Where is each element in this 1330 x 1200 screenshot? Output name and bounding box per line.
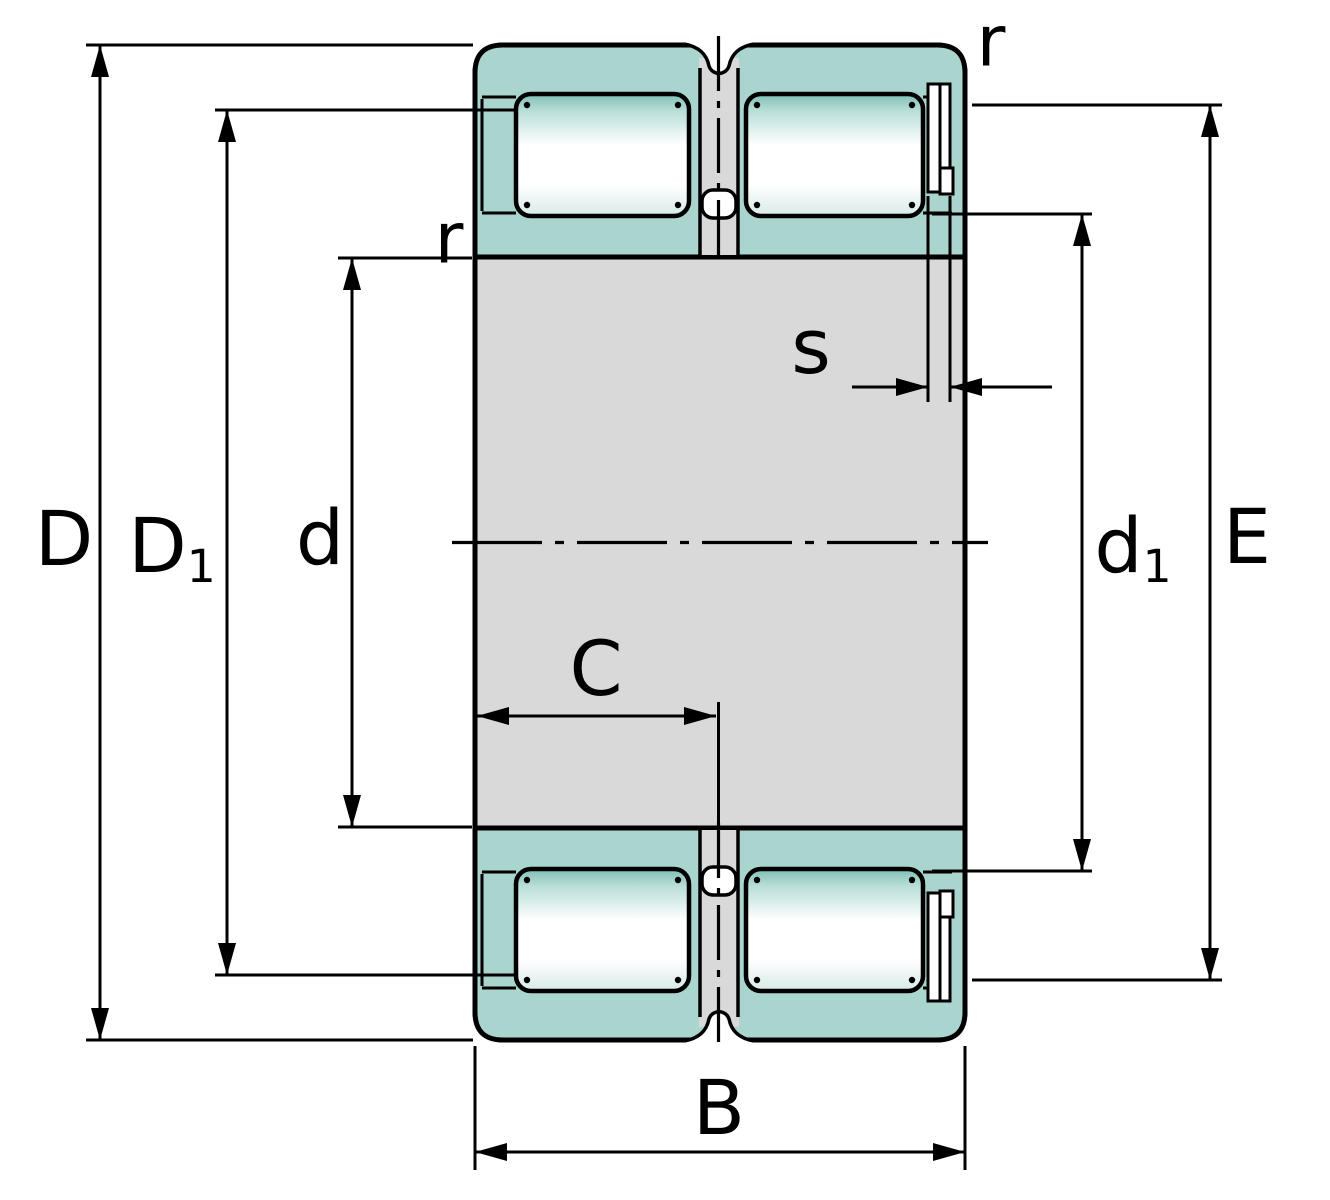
center-lines [452, 36, 988, 1049]
dimension-D1 [215, 108, 518, 977]
center-gap-bottom-walls [698, 830, 740, 1017]
roller-top-right [743, 91, 926, 219]
dim-label-D: D [34, 494, 94, 584]
dim-label-r-top: r [976, 0, 1006, 83]
dim-label-s: s [791, 302, 831, 392]
roller-bottom-right [743, 866, 926, 994]
pocket-lines-bottom-left [480, 870, 516, 990]
roller-bottom-left [513, 866, 692, 994]
dimension-d [338, 256, 472, 829]
dimension-d1 [932, 212, 1092, 873]
dim-label-d1: d1 [1094, 501, 1172, 594]
dimension-D [86, 43, 473, 1042]
dimensions [86, 43, 1222, 1170]
dim-label-r-left: r [434, 197, 464, 280]
roller-end-fillets-top [523, 101, 916, 209]
dim-label-D1: D1 [128, 501, 216, 594]
dim-label-d: d [295, 493, 345, 583]
snap-ring-groove-top [926, 82, 955, 196]
pocket-lines-top-left [480, 95, 516, 215]
dim-label-C: C [569, 624, 623, 714]
dim-label-B: B [692, 1063, 746, 1153]
dimension-C [477, 702, 720, 832]
dimension-B [473, 1046, 967, 1170]
dimension-s [852, 196, 1052, 402]
roller-end-fillets-bottom [523, 876, 916, 984]
dim-label-E: E [1222, 492, 1272, 582]
roller-top-left [513, 91, 692, 219]
dimension-E [972, 103, 1222, 982]
center-gap-top-walls [698, 68, 740, 255]
snap-ring-groove-bottom [926, 889, 955, 1003]
